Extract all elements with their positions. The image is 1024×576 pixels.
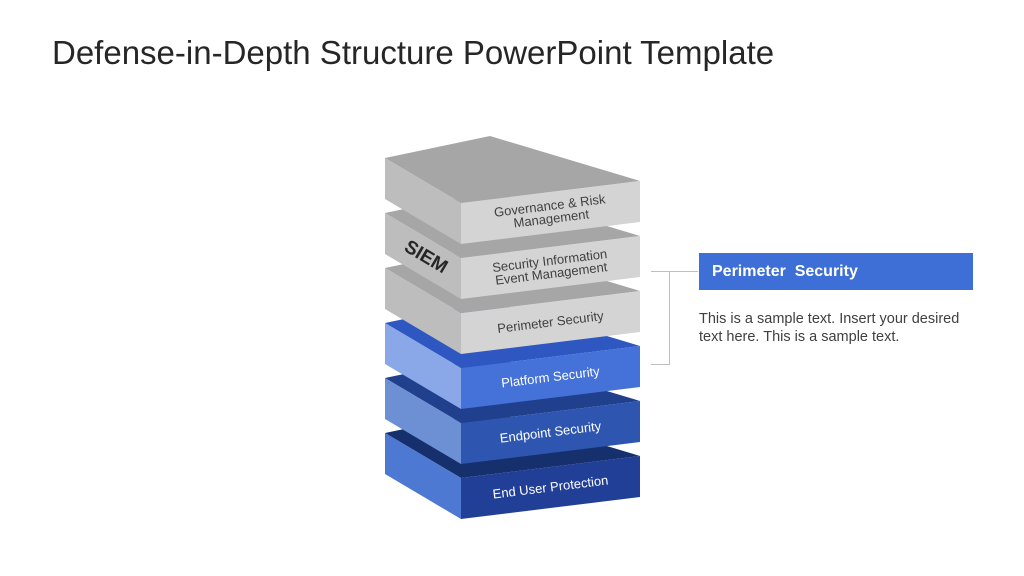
layer-left-face — [385, 323, 461, 409]
layer-left-face — [385, 268, 461, 354]
callout-body: This is a sample text. Insert your desir… — [699, 311, 960, 345]
layer-left-face — [385, 378, 461, 464]
layer-front-face — [461, 401, 640, 464]
layer-front-face — [461, 181, 640, 244]
layer-front-face — [461, 456, 640, 519]
layer-perimeter: Perimeter Security — [385, 246, 640, 354]
callout-connector — [651, 271, 670, 365]
callout-connector-stub — [670, 271, 698, 272]
layer-front-face — [461, 291, 640, 354]
layer-front-face — [461, 346, 640, 409]
callout-heading: Perimeter Security — [699, 253, 973, 290]
layer-front-face — [461, 236, 640, 299]
layer-left-face — [385, 213, 461, 299]
slide-title: Defense-in-Depth Structure PowerPoint Te… — [52, 34, 775, 71]
layer-left-face — [385, 158, 461, 244]
layer-left-face — [385, 433, 461, 519]
layer-top-face — [385, 136, 640, 203]
